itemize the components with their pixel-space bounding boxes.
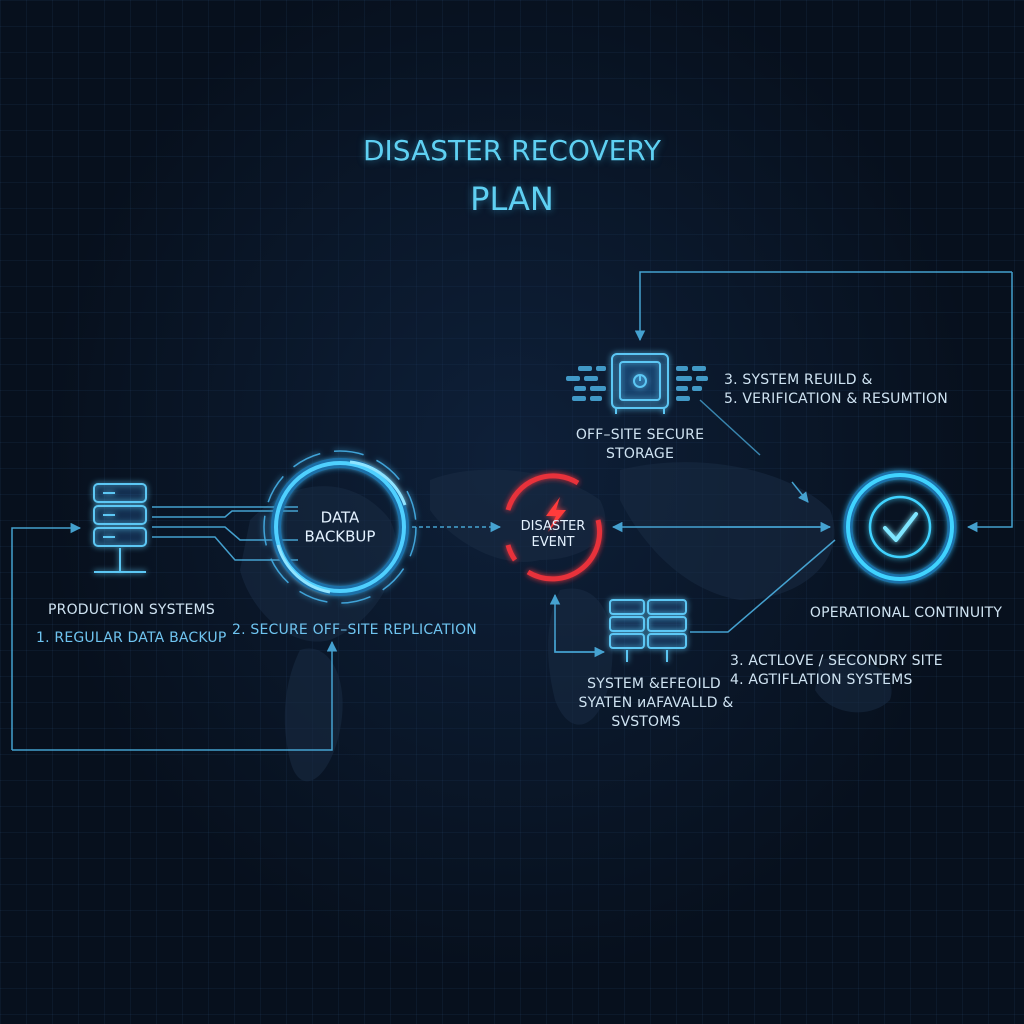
secondary-to-continuity-line (690, 539, 836, 633)
secondary-label-line1: SYSTEM &EFEOILD (587, 676, 721, 692)
storage-label-line2: STORAGE (605, 446, 675, 462)
storage-label-line1: OFF–SITE SECURE (575, 427, 705, 443)
secondary-label-line3: SVSTOMS (611, 714, 681, 730)
storage-step1: 3. SYSTEM REUILD & (724, 372, 873, 388)
secondary-step1: 3. ACTLOVE / SECONDRY SITE (730, 653, 943, 669)
checkmark-icon (883, 512, 918, 542)
disaster-label-line1: DISASTER (520, 518, 586, 534)
continuity-ring (843, 470, 957, 584)
backup-label-line1: DATA (320, 508, 360, 527)
production-step: 1. REGULAR DATA BACKUP (36, 630, 227, 646)
secondary-label-line2: SYATEN ᴎAFAVALLD & (578, 695, 734, 711)
storage-to-continuity-line (699, 399, 761, 456)
diagram-title-line2: PLAN (470, 180, 554, 218)
secondary-server-icon (609, 599, 687, 662)
backup-circle-label: DATA BACKBUP (305, 508, 376, 546)
lightning-icon (546, 497, 566, 532)
storage-to-continuity-arrow (791, 481, 809, 503)
loop-to-continuity-arrow (966, 272, 1013, 533)
storage-vault-icon (611, 353, 669, 414)
data-stream-right (676, 366, 708, 401)
production-to-backup-line-3 (152, 526, 298, 541)
loop-to-backup-arrow (12, 640, 338, 751)
production-to-backup-line-4 (152, 536, 298, 561)
continuity-label: OPERATIONAL CONTINUITY (809, 605, 1003, 621)
disaster-circle-label: DISASTER EVENT (521, 519, 586, 552)
data-stream-left (566, 366, 606, 401)
production-server-icon (93, 483, 147, 573)
secondary-step2: 4. AGTIFLATION SYSTEMS (730, 672, 913, 688)
loop-to-storage-arrow (634, 271, 1012, 342)
disaster-ring (505, 473, 603, 582)
data-backup-ring (263, 450, 417, 604)
disaster-label-line2: EVENT (531, 535, 575, 550)
loop-to-production-arrow (11, 522, 82, 750)
production-label: PRODUCTION SYSTEMS (48, 602, 215, 618)
production-to-backup-line-2 (152, 510, 298, 518)
diagram-title-line1: DISASTER RECOVERY (362, 134, 662, 167)
backup-label-line2: BACKBUP (304, 527, 376, 545)
connectors (11, 271, 1013, 751)
storage-step2: 5. VERIFICATION & RESUMTION (724, 391, 948, 407)
backup-step: 2. SECURE OFF–SITE REPLICATION (232, 622, 477, 638)
